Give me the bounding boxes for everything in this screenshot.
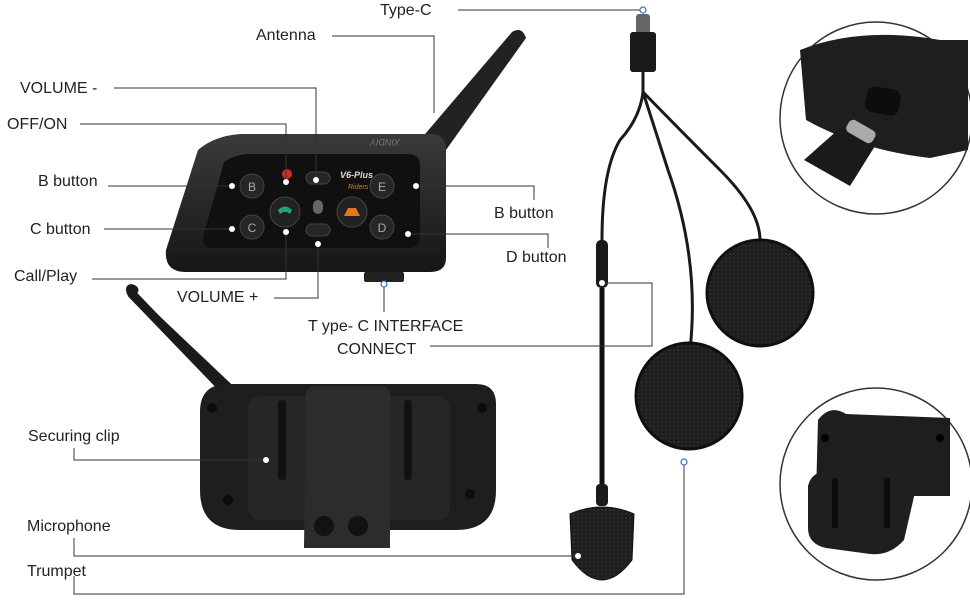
label-type-c: Type-C	[380, 2, 432, 19]
zoom-port-detail	[779, 21, 970, 215]
microphone-foam	[569, 506, 635, 581]
leader-call-play	[92, 232, 287, 280]
key-d[interactable]: D	[369, 214, 395, 240]
dot-off-on	[283, 179, 289, 185]
rider-logo-button[interactable]	[336, 196, 368, 228]
label-connect: CONNECT	[337, 341, 417, 358]
intercom-back-view	[125, 284, 496, 548]
dot-call-play	[283, 229, 289, 235]
headset	[569, 14, 815, 581]
label-volume-plus: VOLUME +	[177, 289, 259, 306]
leader-volume-plus	[274, 244, 319, 299]
dot-securing-clip	[263, 457, 269, 463]
leader-microphone	[73, 538, 578, 557]
dot-connect	[599, 280, 605, 286]
label-antenna: Antenna	[256, 27, 316, 44]
type-c-plug	[630, 32, 656, 72]
key-e-label: E	[378, 180, 386, 194]
subtitle-text: Riders	[348, 184, 369, 191]
call-play-button[interactable]	[269, 196, 301, 228]
dot-type-c	[639, 6, 647, 14]
zoom-clip-detail	[779, 387, 970, 581]
antenna	[420, 30, 526, 150]
key-d-label: D	[378, 221, 387, 235]
speaker-right	[705, 238, 815, 348]
securing-clip	[304, 386, 390, 548]
leader-off-on	[80, 123, 287, 180]
key-c[interactable]: C	[239, 214, 265, 240]
brand-text: XINDIY	[369, 137, 401, 147]
leader-trumpet	[73, 462, 685, 595]
leader-d	[408, 233, 549, 248]
key-c-label: C	[248, 221, 257, 235]
model-text: V6-Plus	[340, 170, 373, 180]
speaker-left	[634, 341, 744, 451]
label-d-button: D button	[506, 249, 567, 266]
mic-cable	[600, 72, 645, 241]
right-speaker-cable	[641, 90, 762, 241]
label-trumpet: Trumpet	[27, 563, 86, 580]
phone-icon	[278, 206, 292, 214]
intercom-front-view: XINDIY B C E D	[165, 30, 526, 282]
dot-trumpet	[680, 458, 688, 466]
power-led	[282, 169, 292, 179]
leader-securing-clip	[73, 448, 266, 461]
type-c-port	[364, 272, 404, 282]
dot-volume-plus	[315, 241, 321, 247]
dot-b-right	[413, 183, 419, 189]
leader-lines	[73, 9, 685, 595]
label-microphone: Microphone	[27, 518, 111, 535]
label-call-play: Call/Play	[14, 268, 78, 285]
dot-type-c-interface	[380, 280, 388, 288]
volume-plus-key[interactable]	[305, 223, 331, 237]
key-b-label: B	[248, 180, 256, 194]
leader-connect	[430, 282, 653, 347]
label-c-button: C button	[30, 221, 91, 238]
dot-b-left	[229, 183, 235, 189]
dot-c	[229, 226, 235, 232]
status-indicator	[313, 200, 323, 214]
label-volume-minus: VOLUME -	[20, 80, 98, 97]
dot-antenna	[431, 113, 437, 119]
label-securing-clip: Securing clip	[28, 428, 120, 445]
leader-b-right	[416, 185, 535, 200]
label-b-button-right: B button	[494, 205, 554, 222]
type-c-plug-tip	[636, 14, 650, 34]
dot-volume-minus	[313, 177, 319, 183]
label-off-on: OFF/ON	[7, 116, 68, 133]
key-b[interactable]: B	[239, 173, 265, 199]
label-b-button-left: B button	[38, 173, 98, 190]
left-speaker-cable	[641, 91, 694, 351]
leader-volume-minus	[114, 87, 317, 180]
dot-microphone	[575, 553, 581, 559]
pointer-dots	[229, 6, 688, 559]
motorbike-icon	[344, 208, 360, 216]
dot-d	[405, 231, 411, 237]
key-e[interactable]: E	[369, 173, 395, 199]
label-type-c-interface: T ype- C INTERFACE	[308, 318, 464, 335]
leader-antenna	[332, 35, 435, 116]
inline-connector	[596, 240, 608, 288]
